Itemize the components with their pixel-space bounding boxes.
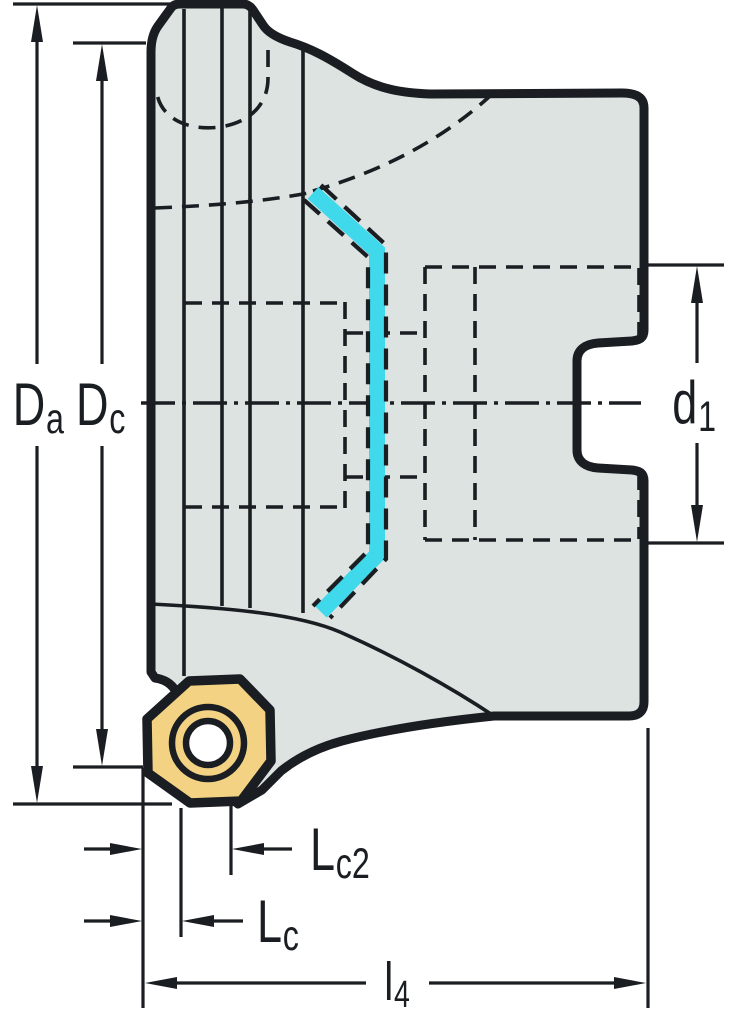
arrowhead-up <box>96 44 108 81</box>
label-l4-main: l <box>384 952 394 1012</box>
insert-washer-ring <box>168 703 248 783</box>
hidden-curve-left <box>154 191 309 210</box>
label-dc-sub: c <box>109 395 126 443</box>
arrowhead-left <box>145 977 177 989</box>
bottom-face-curve <box>150 602 495 718</box>
arrowhead-left <box>232 843 264 855</box>
label-lc-sub: c <box>282 912 299 960</box>
arrowhead-up <box>691 266 703 303</box>
flute-edge-left <box>302 198 371 608</box>
flute-channel <box>307 187 385 618</box>
arrowhead-right <box>110 915 142 927</box>
label-lc2-sub: c2 <box>335 840 370 888</box>
arrowhead-right <box>110 843 142 855</box>
label-da-sub: a <box>46 395 65 443</box>
insert <box>142 674 276 808</box>
dimension-lc2 <box>84 843 292 855</box>
label-lc2-main: L <box>310 816 336 883</box>
arrowhead-up <box>31 5 43 42</box>
hidden-bore-arc <box>155 50 270 130</box>
label-dc-main: D <box>76 371 109 438</box>
label-da-main: D <box>13 371 46 438</box>
arrowhead-down <box>96 729 108 766</box>
flute-highlight <box>302 183 389 620</box>
insert-screw-hole <box>182 717 234 769</box>
arrowhead-right <box>614 977 646 989</box>
arrowhead-down <box>691 505 703 542</box>
extension-lines <box>13 2 724 1008</box>
arrowhead-left <box>182 915 214 927</box>
label-d1-main: d <box>672 369 698 436</box>
label-d1-sub: 1 <box>698 393 717 441</box>
flute-edge-right <box>319 183 389 620</box>
label-lc-main: L <box>257 888 283 955</box>
label-l4-sub: 4 <box>394 974 411 1016</box>
dimension-lc <box>84 915 243 927</box>
arrowhead-down <box>31 766 43 803</box>
